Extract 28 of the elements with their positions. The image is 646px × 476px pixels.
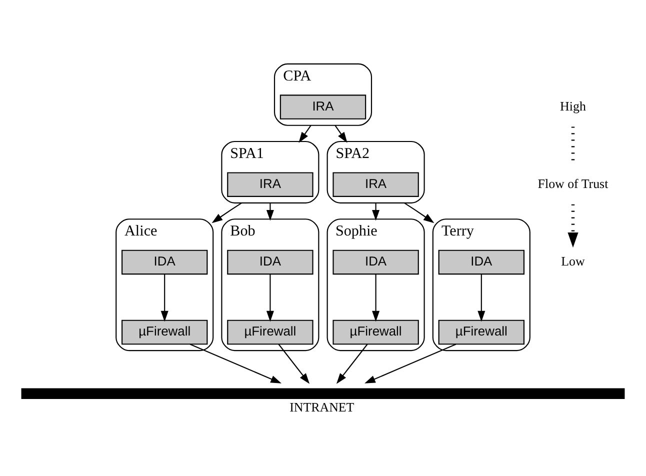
node-box: IRA [280,94,366,119]
node-box: µFirewall [438,319,524,344]
node-box: IDA [438,249,524,274]
node-box: IRA [227,172,314,197]
node-box: IRA [332,172,419,197]
arrow [364,343,456,383]
node-box: IDA [227,249,314,274]
arrow [336,343,368,384]
arrow [266,274,274,322]
arrow [298,124,312,142]
arrow [478,274,486,322]
arrow [278,343,310,384]
arrow [190,343,282,383]
arrow [334,124,348,142]
arrow [160,274,168,322]
node-box: µFirewall [227,319,314,344]
node-box: µFirewall [122,319,208,344]
label: Low [561,253,585,268]
node-box [21,388,625,399]
label: High [560,98,586,113]
label: Flow of Trust [538,175,608,190]
node-box: IDA [122,249,208,274]
node-label: INTRANET [290,399,354,414]
node-box: IDA [332,249,419,274]
node-box: µFirewall [332,319,419,344]
arrow [404,202,434,223]
arrow [212,202,242,223]
arrow [372,274,380,322]
